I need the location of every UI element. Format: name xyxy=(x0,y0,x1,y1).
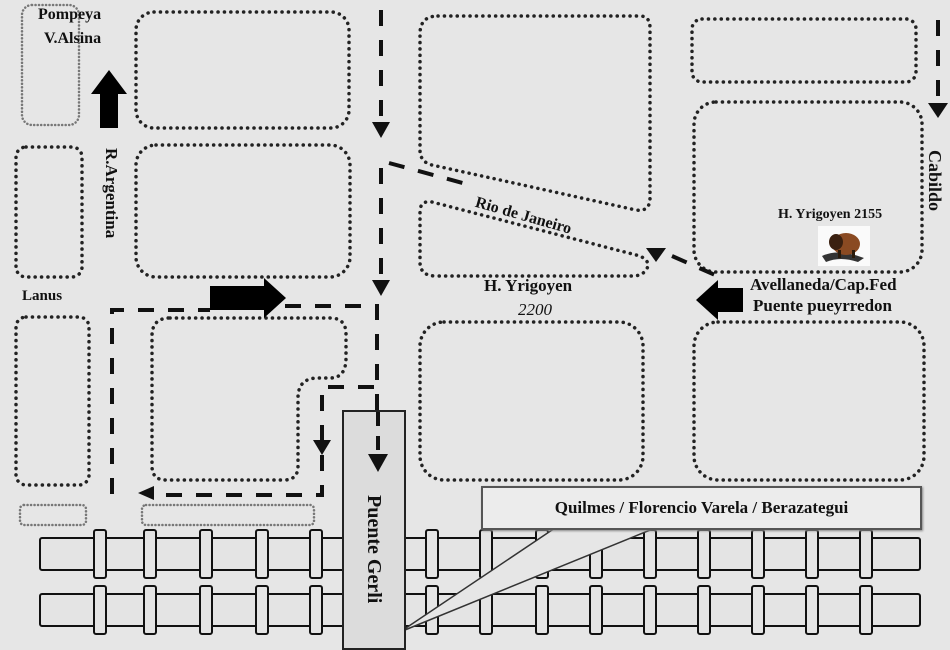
label-h-yrigoyen: H. Yrigoyen xyxy=(484,276,573,295)
label-quilmes-route: Quilmes / Florencio Varela / Berazategui xyxy=(554,498,849,517)
arrow-down-icon xyxy=(313,440,331,455)
rail-tie xyxy=(93,529,107,579)
label-cabildo: Cabildo xyxy=(925,150,945,212)
block xyxy=(20,3,81,127)
block xyxy=(692,320,926,482)
block xyxy=(18,503,88,527)
rail-tie xyxy=(199,585,213,635)
rail-tie xyxy=(255,585,269,635)
rail-tie xyxy=(697,529,711,579)
arrow-up-icon xyxy=(91,70,127,128)
label-destination-address: H. Yrigoyen 2155 xyxy=(778,207,883,222)
route-line xyxy=(110,308,210,494)
arrow-down-icon xyxy=(372,280,390,296)
block xyxy=(150,316,348,482)
arrow-down-icon xyxy=(368,454,388,472)
arrow-left-icon xyxy=(696,280,743,320)
block xyxy=(690,17,918,84)
label-puente-gerli: Puente Gerli xyxy=(363,495,385,604)
arrow-down-icon xyxy=(372,122,390,138)
rail-tie xyxy=(255,529,269,579)
rail-tie xyxy=(589,585,603,635)
block xyxy=(134,143,352,279)
block xyxy=(418,320,645,482)
label-r-argentina: R.Argentina xyxy=(102,148,121,239)
rail-tie xyxy=(805,585,819,635)
rail-tie xyxy=(859,585,873,635)
label-valsina: V.Alsina xyxy=(44,30,102,47)
rail-tie xyxy=(643,585,657,635)
arrow-down-icon xyxy=(928,103,948,118)
label-lanus: Lanus xyxy=(22,288,63,304)
rail-tie xyxy=(93,585,107,635)
route-line xyxy=(285,304,379,460)
rail-tie xyxy=(143,529,157,579)
puente-gerli-bridge xyxy=(342,410,406,650)
rail-tie xyxy=(199,529,213,579)
block xyxy=(140,503,316,527)
rail-tie xyxy=(425,529,439,579)
rail-tie xyxy=(309,585,323,635)
block xyxy=(14,145,84,279)
block xyxy=(692,100,924,274)
block xyxy=(418,199,650,278)
rail-tie xyxy=(751,585,765,635)
rail-tie xyxy=(805,529,819,579)
railway xyxy=(39,529,921,635)
bison-logo-icon xyxy=(822,233,864,262)
block xyxy=(134,10,351,130)
arrow-down-icon xyxy=(646,248,666,262)
rail-tie xyxy=(697,585,711,635)
label-avellaneda: Avellaneda/Cap.Fed xyxy=(750,275,897,294)
label-pompeya: Pompeya xyxy=(38,6,102,23)
block xyxy=(14,315,91,487)
label-h-yrigoyen-number: 2200 xyxy=(518,300,552,319)
rail-tie xyxy=(309,529,323,579)
rail-tie xyxy=(535,585,549,635)
label-puente-pueyrredon: Puente pueyrredon xyxy=(753,296,892,315)
route-line xyxy=(671,254,716,277)
rail-tie xyxy=(751,529,765,579)
callout-box: Quilmes / Florencio Varela / Berazategui xyxy=(481,486,922,530)
route-line xyxy=(388,161,471,187)
rail-tie xyxy=(143,585,157,635)
arrow-right-icon xyxy=(210,278,286,318)
arrow-left-icon xyxy=(138,486,154,500)
location-marker[interactable] xyxy=(818,226,870,266)
rail-tie xyxy=(859,529,873,579)
